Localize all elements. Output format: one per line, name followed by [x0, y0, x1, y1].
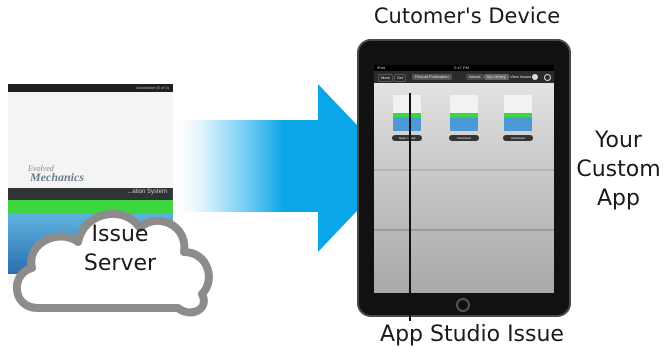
- issue-pointer-line: [409, 93, 411, 321]
- toolbar-right-label: View Issues: [510, 74, 532, 79]
- info-icon[interactable]: [532, 74, 538, 80]
- source-page-banner: ...ation System: [8, 188, 173, 200]
- tablet-status-left: iPad: [377, 65, 386, 70]
- custom-app-label-line1: Your: [595, 128, 642, 153]
- shelf-divider: [374, 229, 554, 231]
- toolbar-button-more[interactable]: More: [378, 74, 394, 82]
- app-studio-issue-label: App Studio Issue: [380, 322, 564, 347]
- tablet-status-bar: iPad 2:47 PM: [374, 65, 554, 71]
- device-title: Cutomer's Device: [373, 4, 561, 28]
- issue-server-label-line1: Issue: [91, 222, 149, 247]
- issue-server-label: Issue Server: [60, 220, 180, 278]
- toolbar-button-set[interactable]: Set: [394, 74, 407, 82]
- issue-cover: [450, 95, 478, 131]
- brand-logo: Evolved Mechanics: [18, 164, 128, 190]
- tab-my-library[interactable]: My Library: [484, 74, 509, 80]
- issue-server-cloud: [13, 210, 213, 317]
- source-page-banner-text: ...ation System: [127, 189, 167, 195]
- issue-cover: [504, 95, 532, 131]
- toolbar-center-label: Flexual Publication: [412, 74, 452, 80]
- tablet-status-time: 2:47 PM: [454, 65, 469, 70]
- tab-issues[interactable]: Issues: [466, 74, 484, 80]
- tablet-device: iPad 2:47 PM More Set Flexual Publicatio…: [357, 39, 571, 317]
- custom-app-label-line3: App: [597, 186, 640, 211]
- source-page-header: [8, 84, 173, 92]
- brand-logo-main: Mechanics: [30, 170, 84, 184]
- source-page-green-band: [8, 200, 173, 214]
- tablet-screen: iPad 2:47 PM More Set Flexual Publicatio…: [374, 65, 554, 293]
- issue-server-label-line2: Server: [83, 251, 157, 276]
- custom-app-label-line2: Custom: [576, 157, 661, 182]
- source-page-header-right: Annotation (0 of 0): [136, 85, 169, 90]
- issue-button[interactable]: Download: [449, 135, 479, 141]
- custom-app-label: Your Custom App: [568, 126, 669, 213]
- brand-logo-small: Evolved: [28, 164, 54, 173]
- issue-item[interactable]: Download: [501, 95, 535, 171]
- issue-item[interactable]: Open / Load: [390, 95, 424, 171]
- home-button[interactable]: [456, 298, 470, 312]
- refresh-icon[interactable]: [544, 74, 551, 81]
- issue-button[interactable]: Download: [503, 135, 533, 141]
- issue-item[interactable]: Download: [447, 95, 481, 171]
- shelf-divider: [374, 169, 554, 171]
- issue-button[interactable]: Open / Load: [392, 135, 422, 141]
- tablet-toolbar: More Set Flexual Publication Issues My L…: [374, 71, 554, 83]
- issue-cover: [393, 95, 421, 131]
